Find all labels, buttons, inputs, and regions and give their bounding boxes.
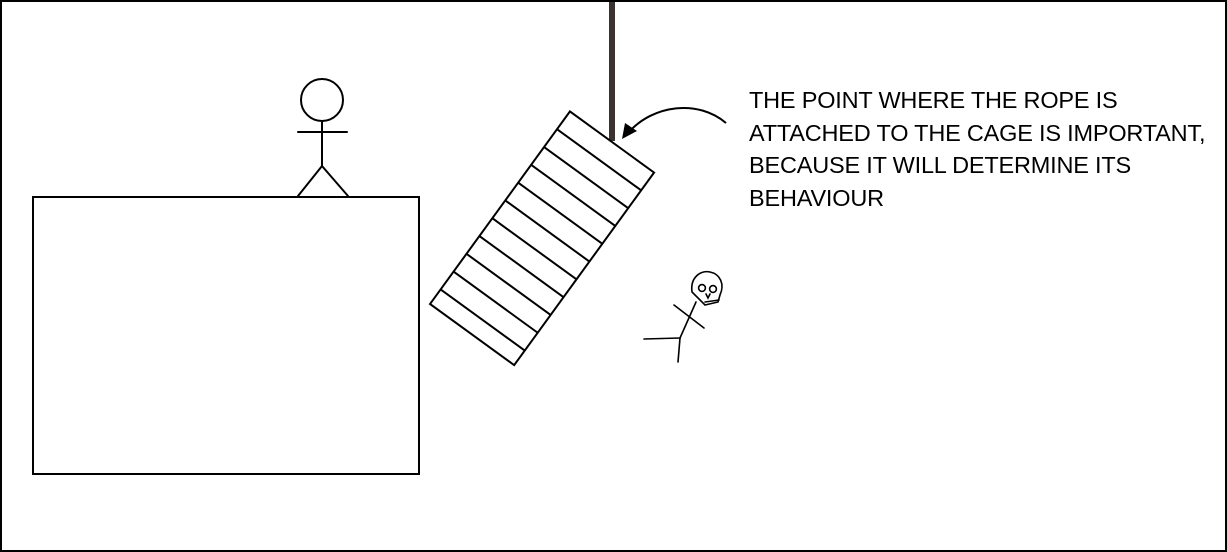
annotation-line: THE POINT WHERE THE ROPE IS (749, 87, 1118, 113)
hanging-cage (428, 110, 656, 367)
stick-figure-left-leg (297, 165, 323, 197)
skeleton-bones (643, 301, 705, 363)
platform-box (32, 196, 420, 475)
annotation-line: ATTACHED TO THE CAGE IS IMPORTANT, (749, 119, 1206, 146)
cage-bars (440, 128, 642, 352)
skull-icon (691, 270, 723, 306)
stick-figure-right-leg (321, 165, 349, 197)
annotation-text: THE POINT WHERE THE ROPE IS ATTACHED TO … (749, 84, 1219, 214)
annotation-line: BECAUSE IT WILL DETERMINE ITS (749, 152, 1132, 178)
annotation-line: BEHAVIOUR (749, 184, 884, 211)
stick-figure-head (300, 78, 344, 122)
skeleton (643, 270, 723, 363)
curved-arrow-icon (622, 107, 727, 139)
cage-outline (428, 110, 656, 367)
stick-figure (297, 78, 349, 197)
